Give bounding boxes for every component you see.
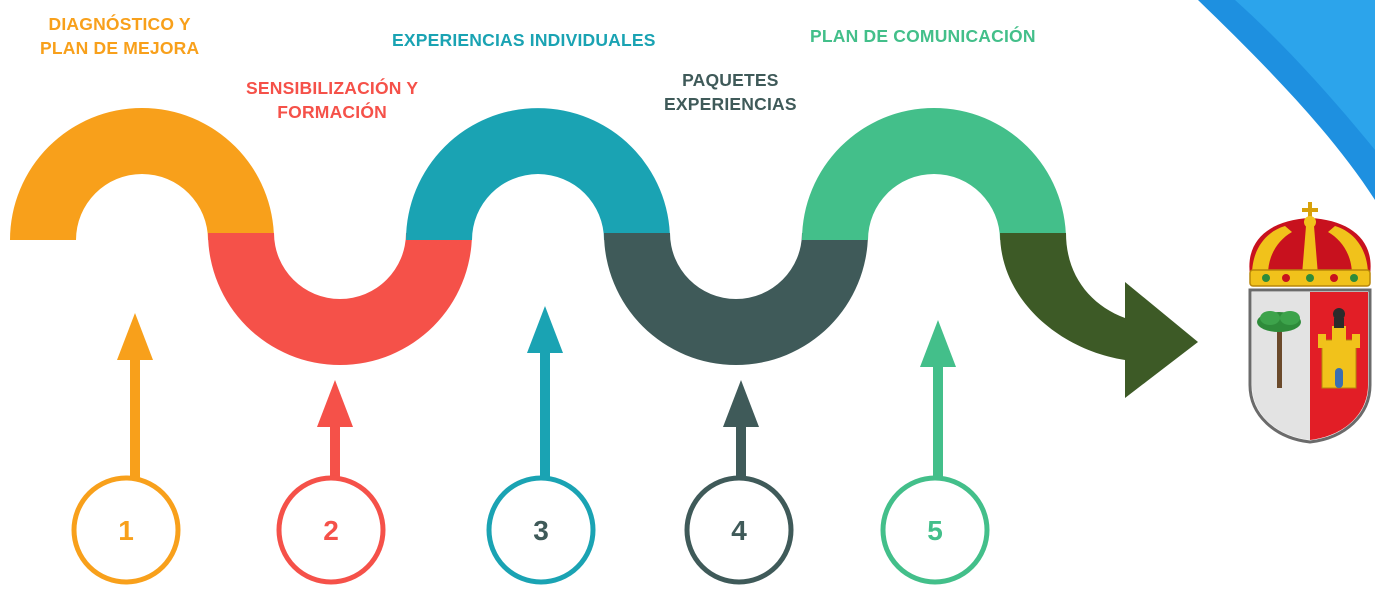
pointer-arrow-2 [317, 380, 353, 478]
step-2-circle: 2 [276, 475, 386, 585]
step-3-number: 3 [533, 515, 549, 546]
wave-segment-5 [802, 108, 1066, 240]
step-5-number: 5 [927, 515, 943, 546]
pointer-arrow-4 [723, 380, 759, 478]
step-3-title: EXPERIENCIAS INDIVIDUALES [392, 30, 656, 50]
pointer-arrow-1 [117, 313, 153, 478]
crown-icon [1249, 202, 1371, 287]
step-5-circle: 5 [880, 475, 990, 585]
tree-icon [1257, 311, 1301, 388]
step-1-circle: 1 [71, 475, 181, 585]
coat-of-arms [1248, 202, 1372, 444]
wave-segment-4 [604, 233, 868, 365]
corner-decoration [1198, 0, 1375, 200]
step-3-circle: 3 [486, 475, 596, 585]
step-4-number: 4 [731, 515, 747, 546]
wave-segment-2 [208, 233, 472, 365]
wave-segment-3 [406, 108, 670, 241]
step-1-number: 1 [118, 515, 134, 546]
pointer-arrow-3 [527, 306, 563, 478]
end-arrow [1000, 233, 1198, 398]
step-2-number: 2 [323, 515, 339, 546]
step-5-title: PLAN DE COMUNICACIÓN [810, 26, 1036, 46]
castle-icon [1318, 308, 1360, 389]
wave-segment-1 [10, 108, 274, 240]
pointer-arrow-5 [920, 320, 956, 478]
step-4-circle: 4 [684, 475, 794, 585]
